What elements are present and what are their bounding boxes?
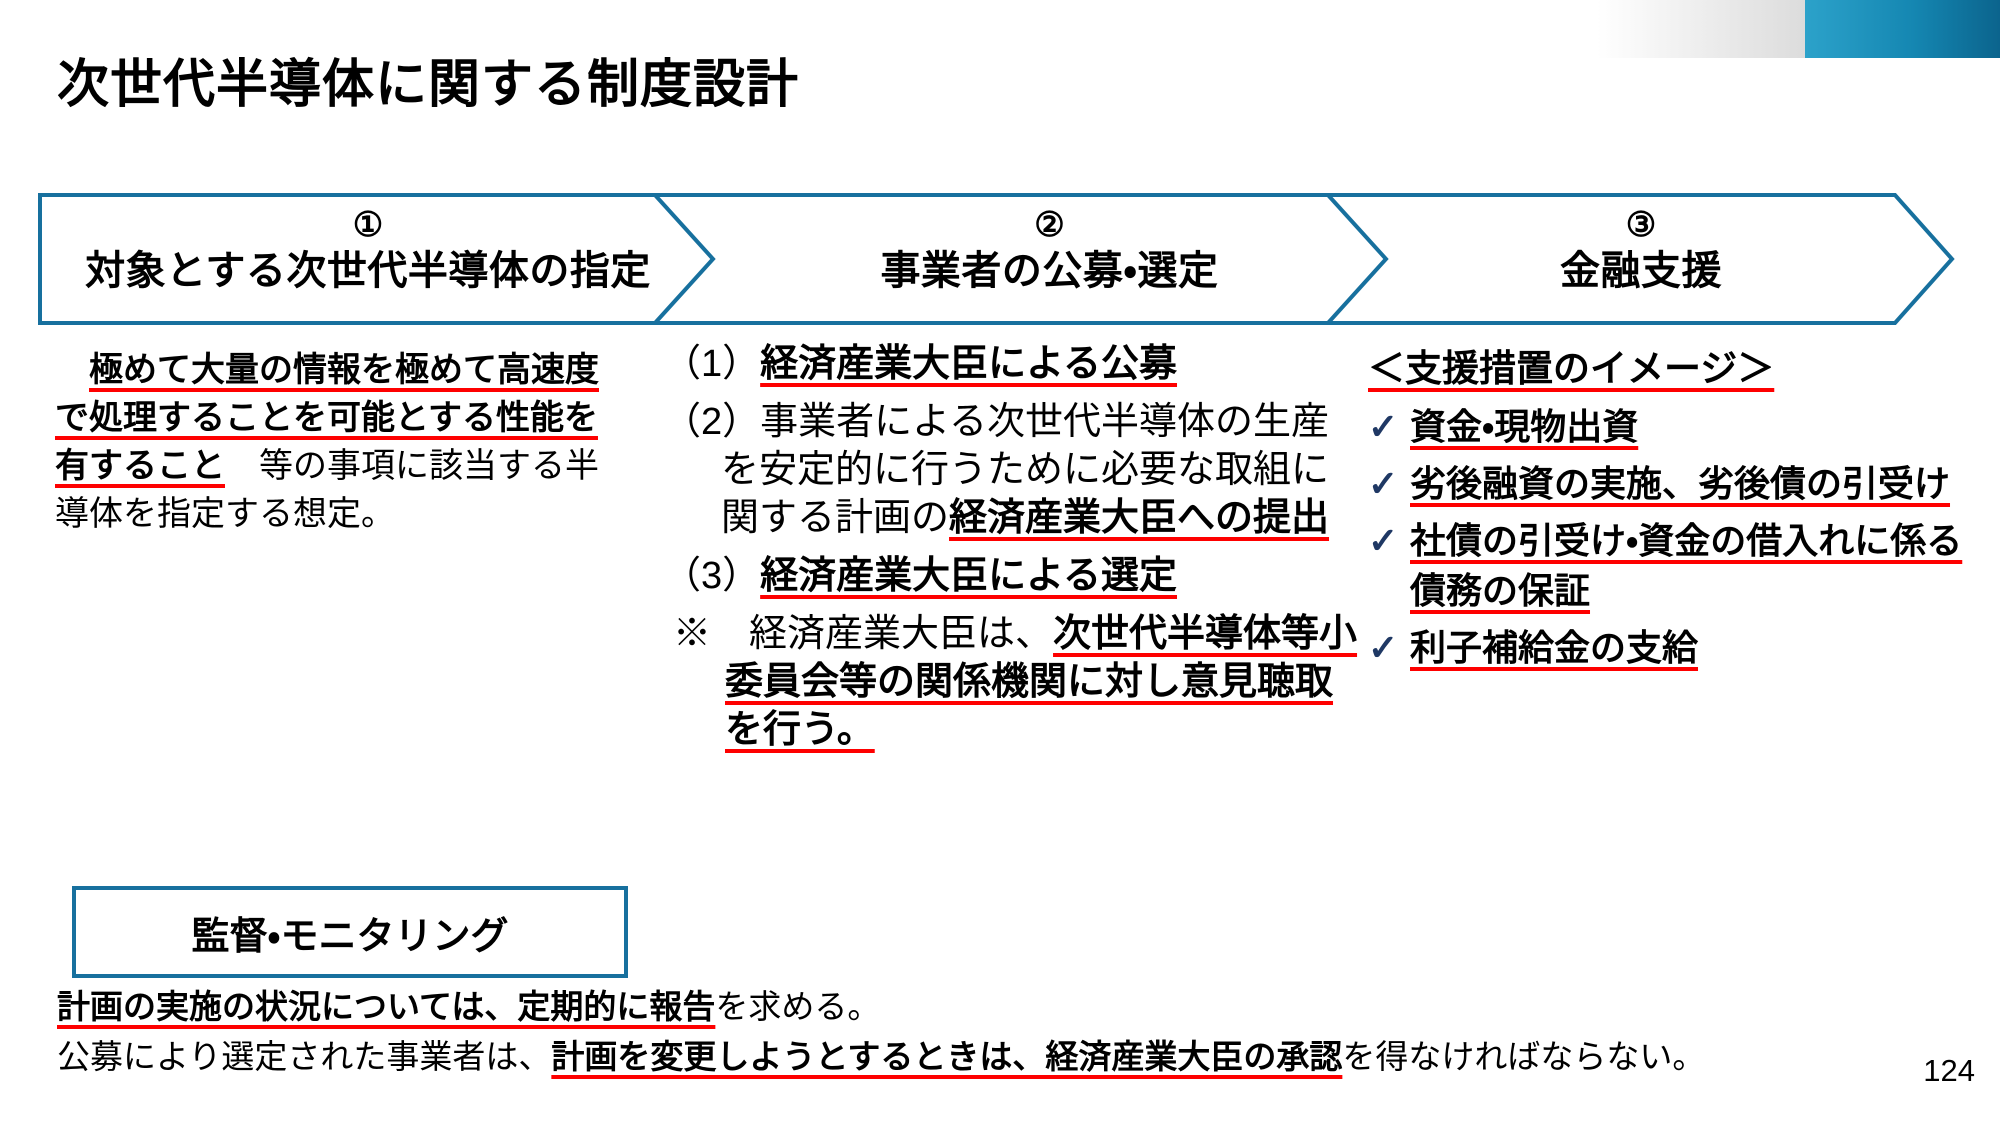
step-label: 金融支援 bbox=[1560, 249, 1722, 293]
step-label: 対象とする次世代半導体の指定 bbox=[85, 249, 651, 293]
step-number: ① bbox=[352, 206, 384, 244]
support-item: ✓ 劣後融資の実施、劣後債の引受け bbox=[1368, 459, 1968, 509]
item-prefix: （2） bbox=[663, 401, 761, 443]
step2-item: （1）経済産業大臣による公募 bbox=[663, 340, 1363, 388]
footer-highlight: 計画の実施の状況については、定期的に報告 bbox=[57, 988, 716, 1025]
process-band-shape bbox=[38, 193, 1955, 325]
support-item: ✓ 社債の引受け・資金の借入れに係る債務の保証 bbox=[1368, 516, 1968, 616]
support-measures-header: ＜支援措置のイメージ＞ bbox=[1368, 348, 1775, 389]
step-number: ② bbox=[1034, 206, 1065, 244]
step-number: ③ bbox=[1625, 206, 1657, 244]
step-header-2: ② 事業者の公募・選定 bbox=[713, 203, 1386, 295]
footer-notes: 計画の実施の状況については、定期的に報告を求める。 公募により選定された事業者は… bbox=[57, 982, 1877, 1082]
support-item-label: 劣後融資の実施、劣後債の引受け bbox=[1410, 463, 1951, 504]
item-prefix: （3） bbox=[663, 555, 761, 597]
footer-plain: を求める。 bbox=[715, 988, 881, 1025]
item-plain: 事業者による次世代半導体の生産を安定的に行うために必要な取組に関する計画の bbox=[721, 401, 1330, 539]
monitoring-label: 監督・モニタリング bbox=[191, 915, 509, 958]
footer-line-2: 公募により選定された事業者は、計画を変更しようとするときは、経済産業大臣の承認を… bbox=[57, 1032, 1877, 1082]
page-number: 124 bbox=[1923, 1053, 1975, 1088]
item-plain: 経済産業大臣は、 bbox=[749, 613, 1054, 655]
page-title: 次世代半導体に関する制度設計 bbox=[57, 56, 800, 114]
step2-item: （3）経済産業大臣による選定 bbox=[663, 552, 1363, 600]
footer-plain: を得なければならない。 bbox=[1342, 1038, 1706, 1075]
item-prefix: ※ bbox=[673, 613, 750, 655]
item-prefix: （1） bbox=[663, 343, 761, 385]
step2-description: （1）経済産業大臣による公募 （2）事業者による次世代半導体の生産を安定的に行う… bbox=[663, 340, 1363, 764]
step2-item: （2）事業者による次世代半導体の生産を安定的に行うために必要な取組に関する計画の… bbox=[663, 398, 1363, 542]
item-highlight: 経済産業大臣による選定 bbox=[760, 555, 1178, 597]
bar-gray-segment bbox=[1597, 0, 1805, 58]
step1-highlight-text: 極めて大量の情報を極めて高速度で処理することを可能とする性能を有すること bbox=[55, 351, 599, 485]
item-highlight: 経済産業大臣への提出 bbox=[949, 497, 1330, 539]
step3-description: ＜支援措置のイメージ＞ ✓ 資金・現物出資 ✓ 劣後融資の実施、劣後債の引受け ✓ 社… bbox=[1368, 344, 1968, 680]
support-item-label: 資金・現物出資 bbox=[1410, 406, 1639, 447]
monitoring-box: 監督・モニタリング bbox=[72, 886, 628, 978]
band-chevron-divider-1 bbox=[653, 193, 716, 325]
step-label: 事業者の公募・選定 bbox=[880, 249, 1219, 293]
step1-plain-text: 等の事項に該当する半導体を指定する想定。 bbox=[55, 447, 599, 533]
check-icon: ✓ bbox=[1368, 406, 1399, 447]
item-highlight: 経済産業大臣による公募 bbox=[760, 343, 1178, 385]
support-item: ✓ 資金・現物出資 bbox=[1368, 402, 1968, 452]
step-header-3: ③ 金融支援 bbox=[1386, 203, 1896, 295]
step2-note: ※ 経済産業大臣は、次世代半導体等小委員会等の関係機関に対し意見聴取を行う。 bbox=[673, 610, 1363, 754]
footer-line-1: 計画の実施の状況については、定期的に報告を求める。 bbox=[57, 982, 1877, 1032]
footer-highlight: 計画を変更しようとするときは、経済産業大臣の承認 bbox=[551, 1038, 1343, 1075]
band-arrow-outline bbox=[38, 193, 1955, 325]
check-icon: ✓ bbox=[1368, 520, 1399, 561]
check-icon: ✓ bbox=[1368, 627, 1399, 668]
check-icon: ✓ bbox=[1368, 463, 1399, 504]
step-header-1: ① 対象とする次世代半導体の指定 bbox=[48, 203, 688, 295]
band-chevron-divider-2 bbox=[1326, 193, 1389, 325]
support-item-label: 利子補給金の支給 bbox=[1410, 627, 1699, 668]
support-item-label: 社債の引受け・資金の借入れに係る債務の保証 bbox=[1410, 520, 1963, 611]
step1-indent bbox=[55, 351, 89, 389]
support-item: ✓ 利子補給金の支給 bbox=[1368, 623, 1968, 673]
bar-blue-segment bbox=[1805, 0, 2000, 58]
footer-plain: 公募により選定された事業者は、 bbox=[57, 1038, 552, 1075]
step1-description: 極めて大量の情報を極めて高速度で処理することを可能とする性能を有すること 等の事… bbox=[55, 346, 607, 538]
header-gradient-bar bbox=[1597, 0, 2000, 58]
item-highlight: 次世代半導体等小委員会等の関係機関に対し意見聴取を行う。 bbox=[725, 613, 1358, 751]
